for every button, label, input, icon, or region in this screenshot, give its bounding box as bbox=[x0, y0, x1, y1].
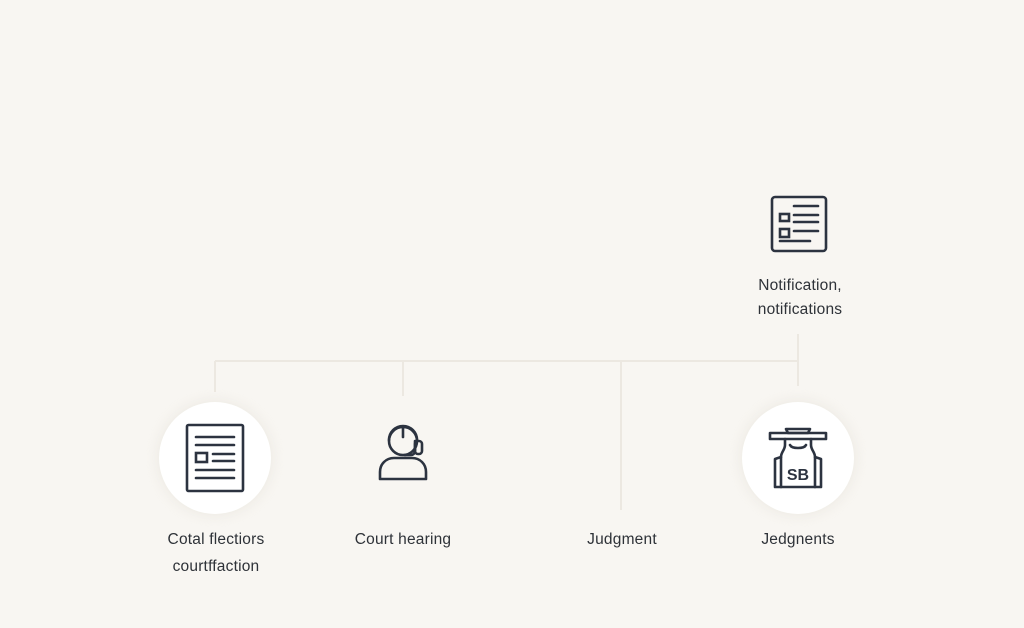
filing-label: Cotal flectiors courtffaction bbox=[116, 526, 316, 580]
sb-icon-text: SB bbox=[787, 467, 809, 484]
filing-label-line-2: courtffaction bbox=[172, 558, 260, 575]
notification-label: Notification, notifications bbox=[700, 274, 900, 322]
notification-label-line-2: notifications bbox=[757, 301, 843, 318]
hearing-label-line-1: Court hearing bbox=[354, 531, 452, 548]
document-list-icon bbox=[185, 423, 245, 493]
judgment-label-line-1: Judgment bbox=[587, 531, 657, 548]
hearing-node-icon-wrap bbox=[370, 420, 436, 484]
filing-label-line-1: Cotal flectiors bbox=[167, 531, 265, 548]
judgments-node-circle: SB bbox=[742, 402, 854, 514]
notification-label-line-1: Notification, bbox=[758, 277, 842, 294]
judgments-label-line-1: Jedgnents bbox=[761, 531, 835, 548]
notification-node-icon-wrap bbox=[768, 194, 830, 254]
filing-node-circle bbox=[159, 402, 271, 514]
sb-figure-icon: SB bbox=[768, 427, 828, 489]
judgment-label: Judgment bbox=[522, 526, 722, 553]
headset-person-icon bbox=[378, 424, 428, 481]
judgments-label: Jedgnents bbox=[698, 526, 898, 553]
hearing-label: Court hearing bbox=[303, 526, 503, 553]
notification-list-icon bbox=[770, 195, 828, 253]
